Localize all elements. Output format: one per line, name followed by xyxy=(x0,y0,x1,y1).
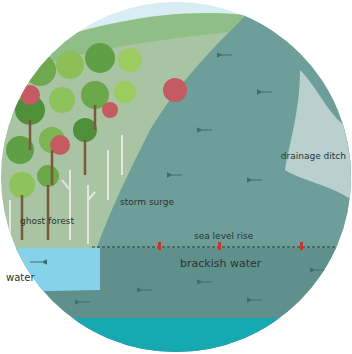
region-label: water xyxy=(6,272,35,283)
feature-label: ghost forest xyxy=(20,217,74,227)
brackish-water-body xyxy=(96,0,352,250)
flow-arrows xyxy=(30,40,325,302)
feature-label: drainage ditch xyxy=(281,152,346,162)
sea xyxy=(0,318,352,354)
trees xyxy=(6,43,187,198)
upland xyxy=(315,0,352,70)
drainage-ditch-land xyxy=(285,70,352,200)
feature-label: sea level rise xyxy=(194,232,253,242)
brackish-layer xyxy=(0,248,352,354)
ghost-trees xyxy=(10,135,122,244)
level-markers xyxy=(158,242,303,250)
feature-label: storm surge xyxy=(120,198,174,208)
fresh-water xyxy=(0,248,100,292)
region-label: brackish water xyxy=(180,258,261,270)
